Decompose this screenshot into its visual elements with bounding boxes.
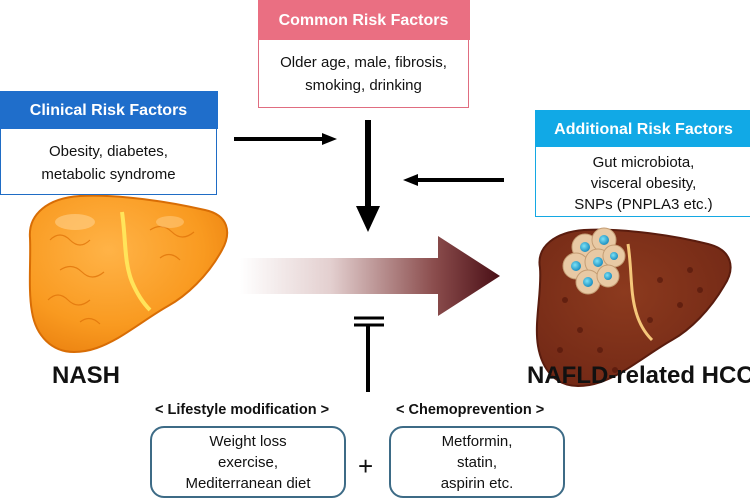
hcc-liver-icon	[535, 227, 732, 388]
progression-arrow	[240, 236, 500, 316]
lifestyle-line: exercise,	[217, 454, 279, 471]
additional-arrow	[403, 174, 504, 186]
chemoprevention-line: statin,	[456, 454, 498, 471]
nash-label: NASH	[52, 362, 121, 389]
additional-risk-factors-box: Additional Risk Factors Gut microbiota, …	[534, 109, 750, 217]
inhibition-symbol	[354, 316, 384, 392]
additional-risk-line: Gut microbiota,	[592, 153, 695, 171]
hcc-label: NAFLD-related HCC	[527, 362, 750, 389]
common-risk-line: Older age, male, fibrosis,	[280, 53, 447, 71]
nash-liver-icon	[28, 194, 229, 354]
chemoprevention-line: aspirin etc.	[440, 475, 514, 492]
chemoprevention-heading: < Chemoprevention >	[396, 402, 545, 418]
additional-risk-factors-title: Additional Risk Factors	[534, 109, 750, 147]
lifestyle-box: Weight loss exercise, Mediterranean diet	[150, 426, 346, 498]
additional-risk-line: visceral obesity,	[590, 174, 697, 192]
clinical-risk-factors-box: Clinical Risk Factors Obesity, diabetes,…	[0, 90, 218, 195]
additional-risk-line: SNPs (PNPLA3 etc.)	[574, 195, 713, 213]
lifestyle-line: Mediterranean diet	[185, 475, 311, 492]
tumor-cluster	[562, 227, 626, 295]
down-arrow	[356, 120, 380, 232]
clinical-risk-line: metabolic syndrome	[41, 165, 176, 183]
chemoprevention-box: Metformin, statin, aspirin etc.	[389, 426, 565, 498]
chemoprevention-text: Metformin, statin, aspirin etc.	[391, 428, 563, 494]
common-risk-line: smoking, drinking	[305, 76, 422, 94]
lifestyle-heading: < Lifestyle modification >	[155, 402, 330, 418]
additional-risk-factors-text: Gut microbiota, visceral obesity, SNPs (…	[536, 147, 750, 215]
lifestyle-line: Weight loss	[209, 433, 287, 450]
chemoprevention-line: Metformin,	[441, 433, 513, 450]
clinical-arrow	[234, 133, 337, 145]
plus-sign: +	[358, 451, 374, 481]
common-risk-factors-text: Older age, male, fibrosis, smoking, drin…	[259, 40, 468, 97]
common-risk-factors-box: Common Risk Factors Older age, male, fib…	[257, 0, 470, 108]
clinical-risk-factors-text: Obesity, diabetes, metabolic syndrome	[1, 129, 216, 186]
common-risk-factors-title: Common Risk Factors	[257, 0, 470, 40]
lifestyle-text: Weight loss exercise, Mediterranean diet	[152, 428, 344, 494]
clinical-risk-line: Obesity, diabetes,	[49, 142, 168, 160]
clinical-risk-factors-title: Clinical Risk Factors	[0, 90, 218, 129]
